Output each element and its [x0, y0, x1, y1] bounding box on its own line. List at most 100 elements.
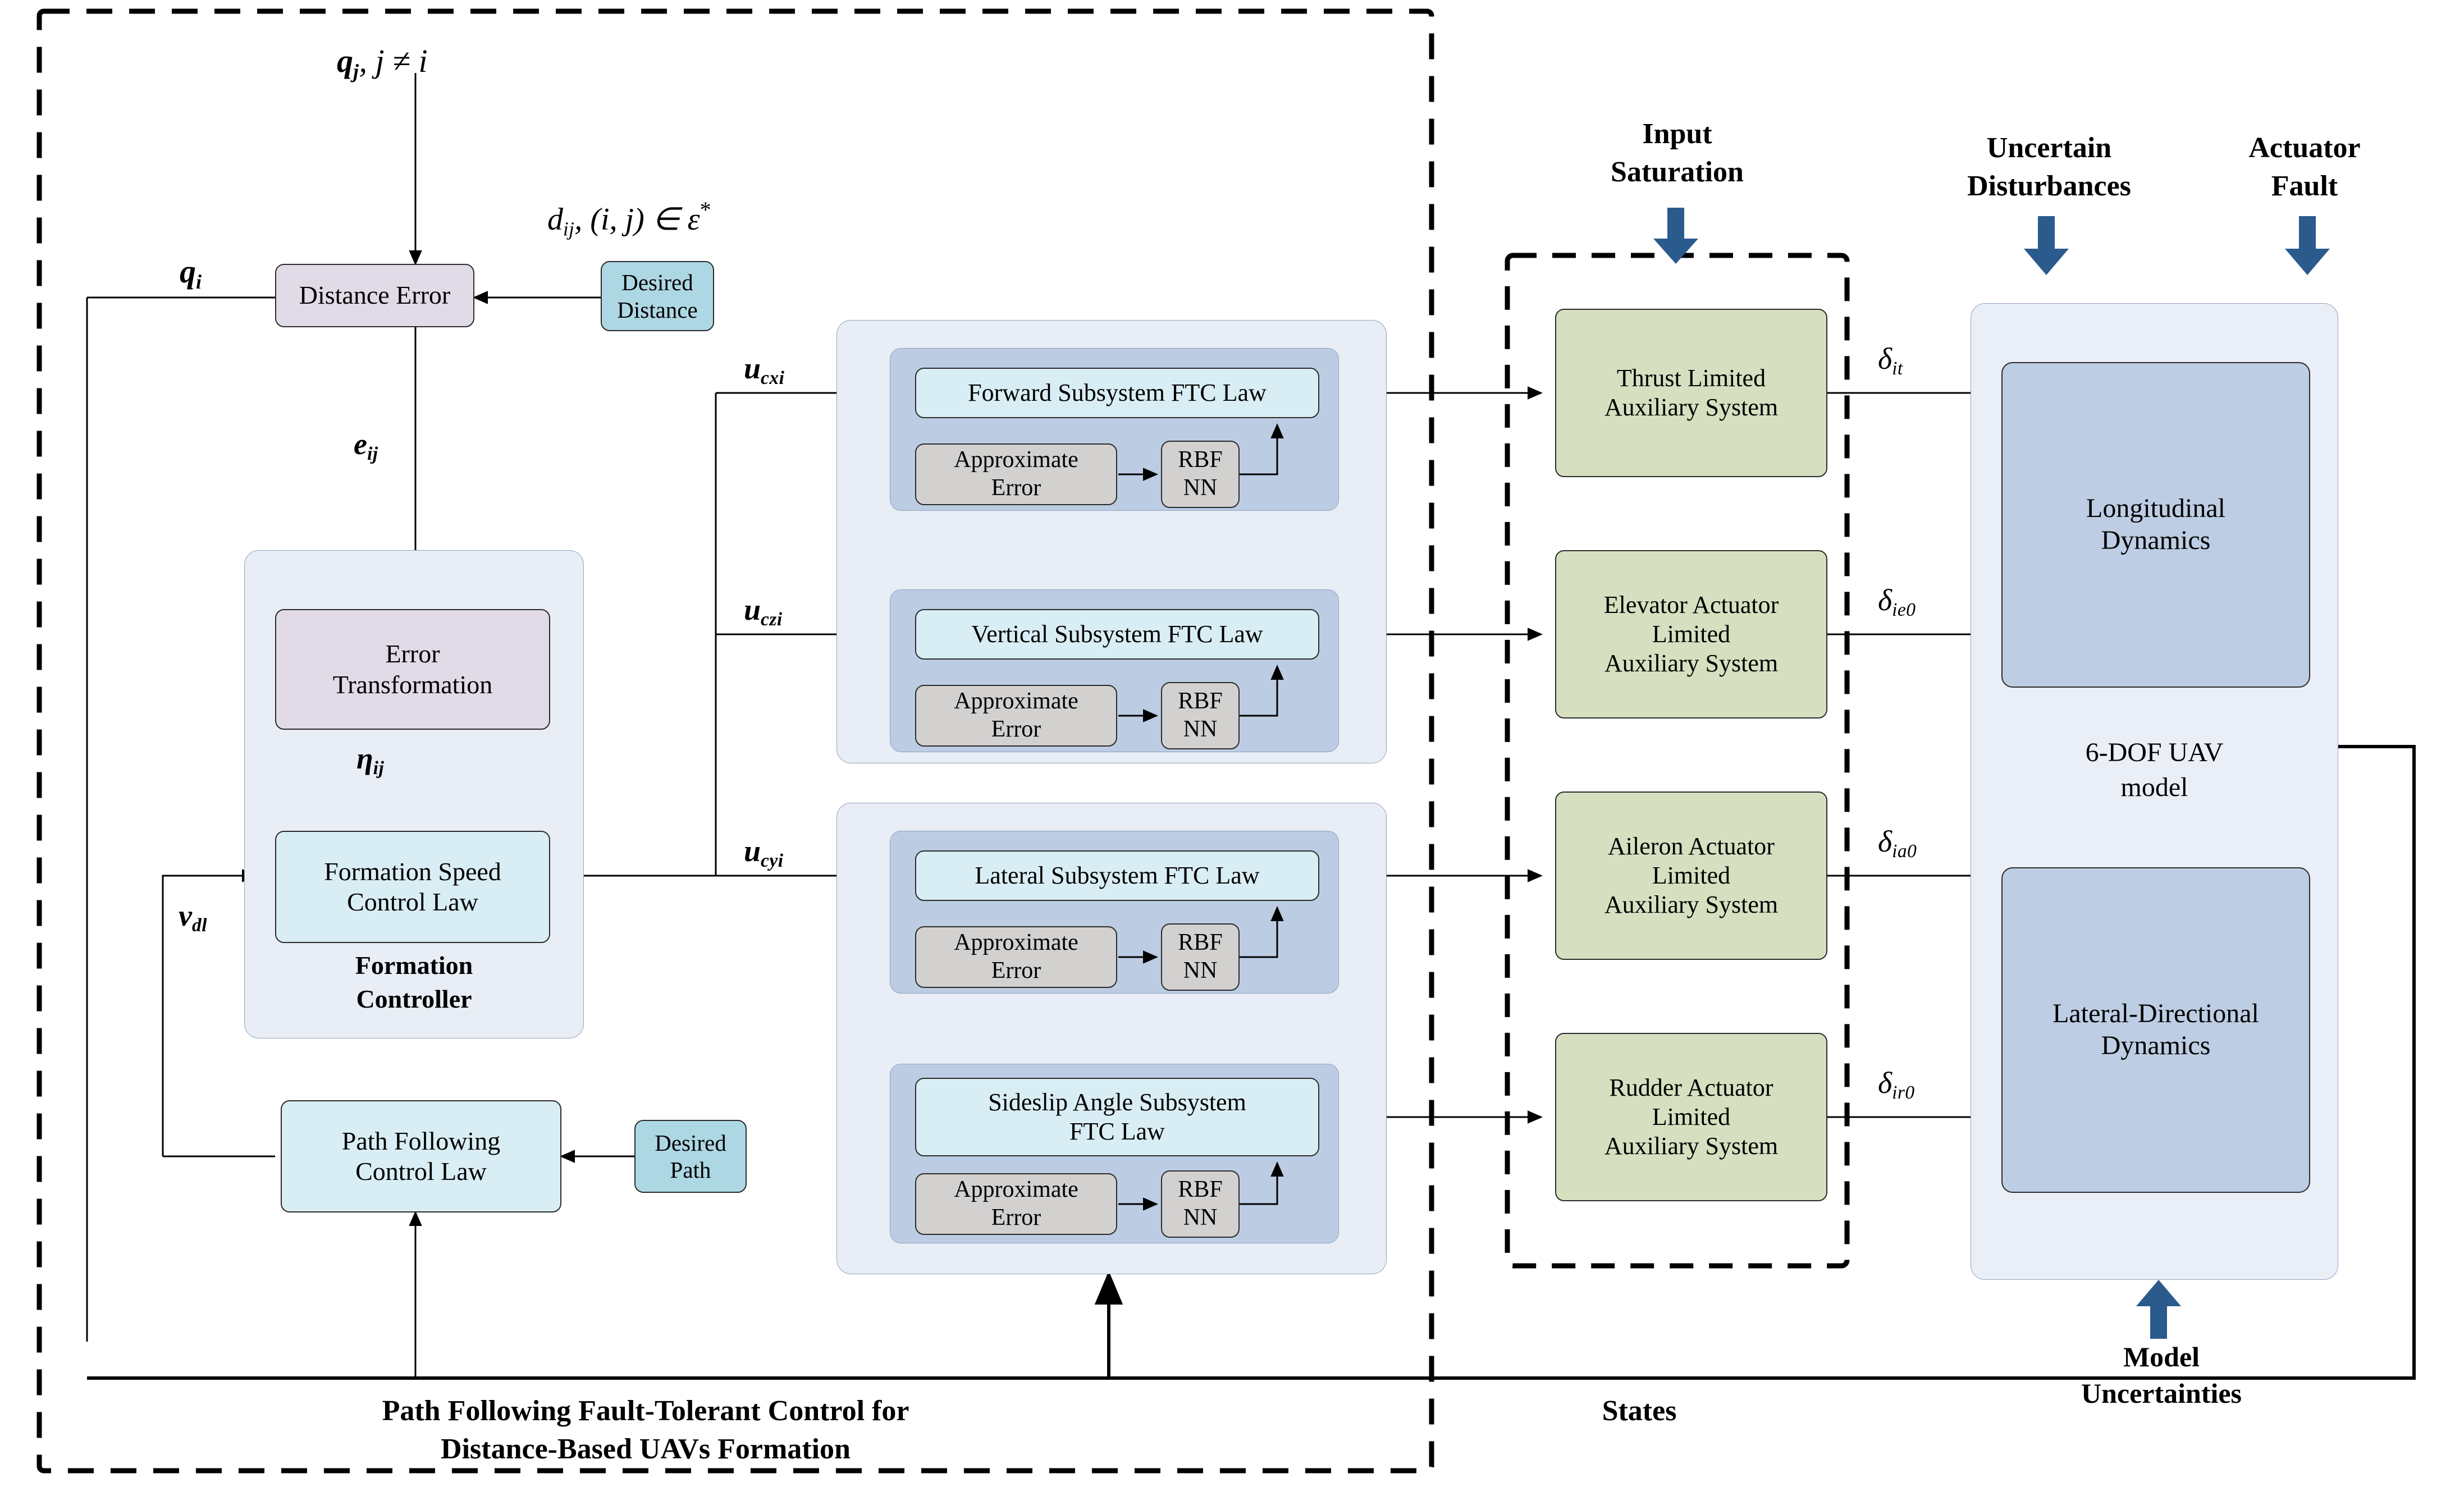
lateral-dyn-line1: Lateral-Directional: [2052, 999, 2259, 1029]
sat-block-0-line2: Auxiliary System: [1604, 393, 1779, 421]
input-saturation-arrow-icon: [1653, 208, 1698, 264]
signal-vdl-label: vdl: [179, 899, 208, 936]
diagram-title-caption: Path Following Fault-Tolerant Control fo…: [236, 1392, 1055, 1468]
signal-qi-label: qi: [180, 253, 202, 293]
vertical-ftc-law-label: Vertical Subsystem FTC Law: [971, 620, 1263, 648]
model-uncertainties-caption: Model Uncertainties: [2032, 1339, 2291, 1412]
desired-distance-line1: Desired: [621, 269, 693, 296]
sideslip-approx-line1: Approximate: [954, 1177, 1078, 1203]
forward-ftc-law-label: Forward Subsystem FTC Law: [968, 379, 1267, 407]
lateral-ftc-law-label: Lateral Subsystem FTC Law: [975, 862, 1260, 890]
diagram-title-line1: Path Following Fault-Tolerant Control fo…: [382, 1395, 909, 1427]
sat-block-0-line1: Thrust Limited: [1616, 364, 1766, 392]
sat-block-3-line2: Limited: [1652, 1103, 1731, 1131]
signal-delta-ia0-label: δia0: [1878, 825, 1917, 862]
diagram-title-line2: Distance-Based UAVs Formation: [441, 1433, 851, 1465]
forward-rbf-nn-block[interactable]: RBF NN: [1161, 441, 1240, 508]
signal-delta-ie0-label: δie0: [1878, 583, 1916, 621]
path-following-control-law-block[interactable]: Path Following Control Law: [281, 1100, 561, 1212]
desired-distance-line2: Distance: [617, 296, 698, 323]
forward-subsystem-ftc-law-block[interactable]: Forward Subsystem FTC Law: [915, 368, 1319, 418]
input-saturation-line2: Saturation: [1611, 155, 1744, 188]
longitudinal-line2: Dynamics: [2101, 525, 2211, 555]
uncertain-disturbances-line1: Uncertain: [1986, 132, 2112, 164]
sideslip-ftc-law-line1: Sideslip Angle Subsystem: [988, 1088, 1246, 1117]
thrust-limited-auxiliary-system-block[interactable]: Thrust Limited Auxiliary System: [1555, 309, 1827, 477]
actuator-fault-caption: Actuator Fault: [2206, 129, 2403, 205]
forward-approximate-error-block[interactable]: Approximate Error: [915, 443, 1117, 505]
sat-block-3-line1: Rudder Actuator: [1609, 1074, 1773, 1102]
signal-delta-ir0-label: δir0: [1878, 1066, 1915, 1104]
lateral-approx-line2: Error: [991, 958, 1041, 983]
sideslip-rbf-line2: NN: [1183, 1205, 1218, 1230]
distance-error-label: Distance Error: [299, 281, 451, 310]
vertical-approx-line2: Error: [991, 716, 1041, 742]
signal-qj-label: qj, j ≠ i: [337, 43, 428, 83]
signal-eij-label: eij: [354, 427, 378, 465]
sideslip-ftc-law-line2: FTC Law: [1069, 1118, 1165, 1145]
lateral-approximate-error-block[interactable]: Approximate Error: [915, 926, 1117, 988]
error-transformation-line1: Error: [385, 639, 440, 669]
path-following-line2: Control Law: [355, 1157, 487, 1186]
formation-controller-line2: Controller: [356, 984, 472, 1013]
forward-rbf-line2: NN: [1183, 475, 1218, 501]
speed-law-line1: Formation Speed: [324, 857, 501, 886]
sat-block-1-line2: Limited: [1652, 620, 1731, 648]
lateral-dyn-line2: Dynamics: [2101, 1031, 2211, 1060]
aileron-actuator-limited-auxiliary-system-block[interactable]: Aileron Actuator Limited Auxiliary Syste…: [1555, 791, 1827, 960]
longitudinal-line1: Longitudinal: [2086, 493, 2225, 524]
desired-distance-block[interactable]: Desired Distance: [601, 261, 714, 331]
model-uncertainties-line2: Uncertainties: [2081, 1378, 2242, 1409]
lateral-subsystem-ftc-law-block[interactable]: Lateral Subsystem FTC Law: [915, 850, 1319, 901]
sideslip-approximate-error-block[interactable]: Approximate Error: [915, 1173, 1117, 1235]
six-dof-uav-model-label: 6-DOF UAV model: [1971, 735, 2338, 806]
vertical-rbf-nn-block[interactable]: RBF NN: [1161, 682, 1240, 749]
sat-block-1-line3: Auxiliary System: [1604, 649, 1779, 677]
error-transformation-block[interactable]: Error Transformation: [275, 609, 550, 730]
rudder-actuator-limited-auxiliary-system-block[interactable]: Rudder Actuator Limited Auxiliary System: [1555, 1033, 1827, 1201]
signal-ucxi-label: ucxi: [744, 351, 785, 389]
lateral-rbf-nn-block[interactable]: RBF NN: [1161, 923, 1240, 991]
signal-delta-it-label: δit: [1878, 342, 1903, 379]
desired-path-block[interactable]: Desired Path: [634, 1120, 747, 1193]
longitudinal-dynamics-block[interactable]: Longitudinal Dynamics: [2001, 362, 2310, 688]
model-uncertainties-line1: Model: [2123, 1341, 2200, 1372]
vertical-approx-line1: Approximate: [954, 688, 1078, 715]
six-dof-line2: model: [2120, 772, 2188, 803]
sat-block-1-line1: Elevator Actuator: [1603, 591, 1779, 619]
actuator-fault-line2: Fault: [2271, 170, 2338, 202]
formation-speed-control-law-block[interactable]: Formation Speed Control Law: [275, 831, 550, 943]
distance-error-block[interactable]: Distance Error: [275, 264, 474, 327]
desired-path-line1: Desired: [655, 1129, 726, 1156]
sideslip-subsystem-ftc-law-block[interactable]: Sideslip Angle Subsystem FTC Law: [915, 1078, 1319, 1156]
sideslip-rbf-line1: RBF: [1178, 1177, 1223, 1203]
vertical-approximate-error-block[interactable]: Approximate Error: [915, 685, 1117, 747]
actuator-fault-arrow-icon: [2285, 216, 2330, 275]
sat-block-3-line3: Auxiliary System: [1604, 1132, 1779, 1160]
uncertain-disturbances-line2: Disturbances: [1967, 170, 2131, 202]
lateral-approx-line1: Approximate: [954, 930, 1078, 956]
formation-controller-caption: Formation Controller: [244, 949, 584, 1016]
sideslip-approx-line2: Error: [991, 1205, 1041, 1230]
actuator-fault-line1: Actuator: [2248, 132, 2361, 164]
forward-approx-line1: Approximate: [954, 447, 1078, 473]
signal-dij-label: dij, (i, j) ∈ ε*: [547, 197, 711, 240]
sideslip-rbf-nn-block[interactable]: RBF NN: [1161, 1170, 1240, 1238]
sat-block-2-line2: Limited: [1652, 862, 1731, 890]
input-saturation-line1: Input: [1642, 118, 1712, 150]
lateral-rbf-line2: NN: [1183, 958, 1218, 983]
error-transformation-line2: Transformation: [332, 670, 493, 699]
signal-eta-ij-label: ηij: [356, 742, 385, 779]
path-following-line1: Path Following: [341, 1126, 501, 1155]
sat-block-2-line1: Aileron Actuator: [1608, 832, 1775, 861]
forward-approx-line2: Error: [991, 475, 1041, 501]
lateral-rbf-line1: RBF: [1178, 930, 1223, 956]
formation-controller-line1: Formation: [355, 951, 473, 980]
desired-path-line2: Path: [670, 1157, 711, 1183]
vertical-subsystem-ftc-law-block[interactable]: Vertical Subsystem FTC Law: [915, 609, 1319, 660]
input-saturation-caption: Input Saturation: [1510, 115, 1844, 191]
lateral-directional-dynamics-block[interactable]: Lateral-Directional Dynamics: [2001, 867, 2310, 1193]
elevator-actuator-limited-auxiliary-system-block[interactable]: Elevator Actuator Limited Auxiliary Syst…: [1555, 550, 1827, 719]
model-uncertainties-arrow-icon: [2136, 1280, 2181, 1339]
